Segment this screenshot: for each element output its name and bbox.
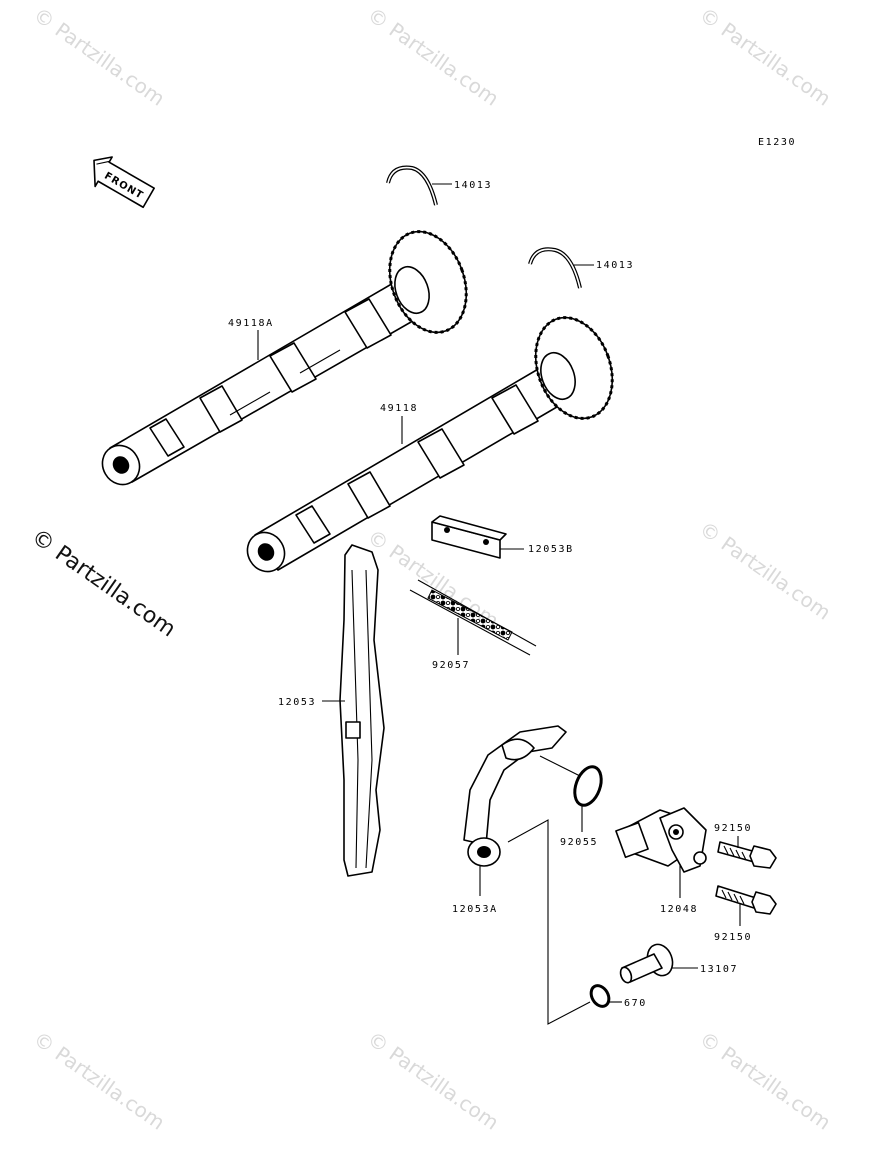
o-ring-small (589, 984, 622, 1008)
diagram-code: E1230 (758, 137, 796, 148)
watermark: © Partzilla.com (695, 2, 835, 110)
retaining-ring-lower (528, 247, 594, 289)
part-label-49118A: 49118A (228, 318, 274, 329)
part-label-12053: 12053 (278, 697, 316, 708)
camshaft-lower (246, 316, 614, 573)
part-label-92057: 92057 (432, 660, 470, 671)
watermark: © Partzilla.com (363, 2, 503, 110)
part-label-670: 670 (624, 998, 647, 1009)
chain-tensioner (615, 807, 707, 898)
part-label-92150-upper: 92150 (714, 823, 752, 834)
part-label-14013-upper: 14013 (454, 180, 492, 191)
watermark: © Partzilla.com (29, 1026, 169, 1134)
watermark: © Partzilla.com (695, 516, 835, 624)
part-label-13107: 13107 (700, 964, 738, 975)
part-label-12048: 12048 (660, 904, 698, 915)
part-label-14013-lower: 14013 (596, 260, 634, 271)
timing-chain (409, 579, 537, 656)
chain-guide-rail (322, 544, 385, 877)
front-arrow-icon: FRONT (93, 156, 155, 209)
bolt-lower (715, 885, 777, 926)
chain-guide-top (431, 515, 524, 559)
tensioner-arm (463, 725, 567, 896)
part-label-92150-lower: 92150 (714, 932, 752, 943)
retaining-ring-upper (386, 165, 452, 206)
watermark: © Partzilla.com (363, 1026, 503, 1134)
part-label-12053A: 12053A (452, 904, 498, 915)
part-label-92055: 92055 (560, 837, 598, 848)
watermark: © Partzilla.com (695, 1026, 835, 1134)
o-ring-large (539, 755, 603, 832)
bolt-upper (717, 836, 777, 869)
part-label-12053B: 12053B (528, 544, 574, 555)
part-label-49118: 49118 (380, 403, 418, 414)
camshaft-upper (101, 230, 468, 486)
copyright-text: © Partzilla.com (27, 524, 180, 642)
reference-bracket-line (507, 819, 591, 1025)
watermark: © Partzilla.com (29, 2, 169, 110)
plug-pin (619, 943, 698, 984)
